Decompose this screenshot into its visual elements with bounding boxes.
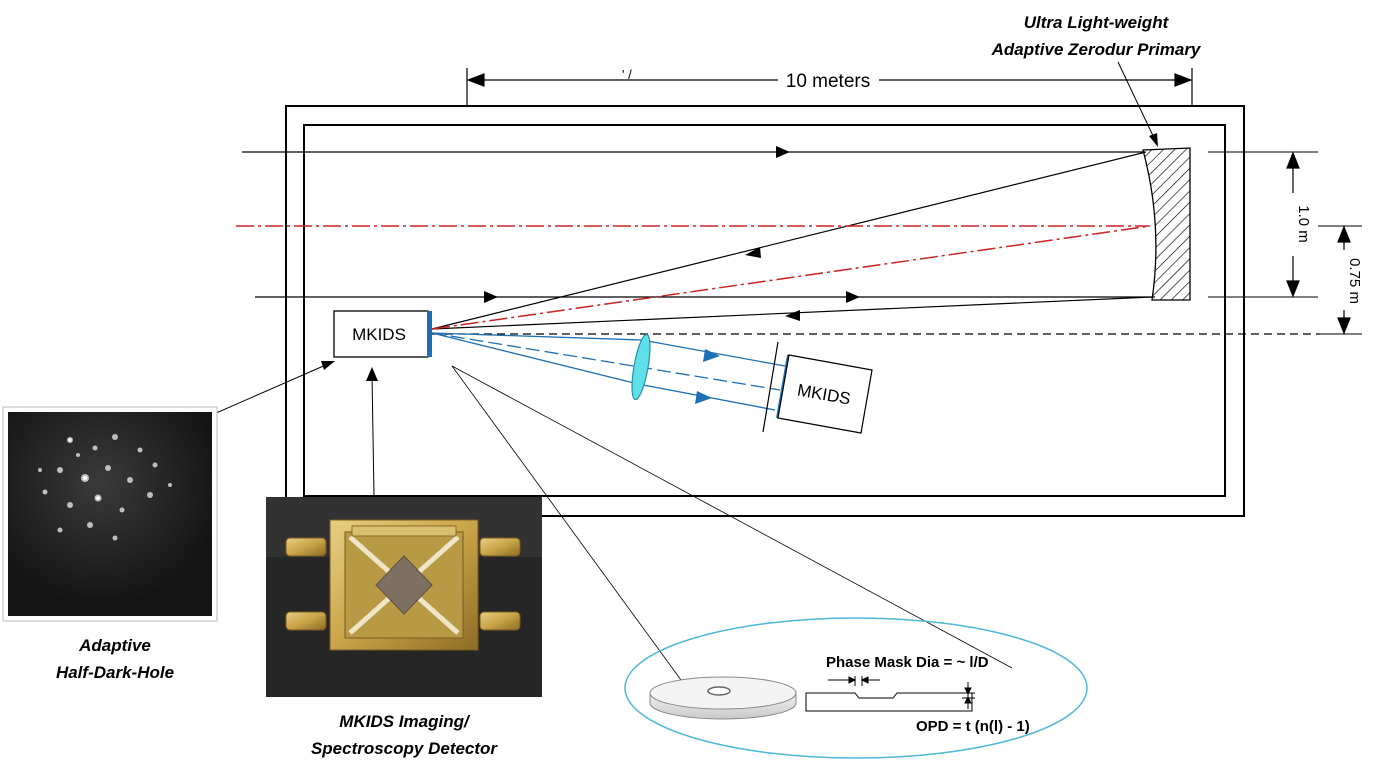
phase-mask-label: Phase Mask Dia = ~ l/D — [826, 654, 989, 671]
height-label-1: 1.0 m — [1295, 205, 1312, 243]
phase-mask-profile — [805, 692, 973, 712]
length-label: 10 meters — [786, 71, 870, 92]
length-dimension — [466, 68, 1193, 106]
detector-label-line2: Spectroscopy Detector — [311, 739, 498, 758]
ray-arrowheads — [484, 146, 860, 321]
dark-hole-label-line2: Half-Dark-Hole — [56, 663, 174, 682]
height-label-2: 0.75 m — [1346, 258, 1363, 304]
dark-hole-label-line1: Adaptive — [78, 636, 151, 655]
phase-mask-ellipse — [624, 617, 1088, 759]
opd-label: OPD = t (n(l) - 1) — [916, 718, 1030, 735]
mkids-secondary-box — [777, 354, 873, 434]
primary-pointer-arrow — [1117, 61, 1158, 147]
half-dark-hole-image — [2, 406, 218, 622]
inner-enclosure — [303, 124, 1226, 497]
lens — [631, 333, 651, 401]
detector-label-line1: MKIDS Imaging/ — [339, 712, 471, 731]
detector-pointer — [366, 367, 378, 497]
blue-arrowheads — [695, 349, 720, 404]
height-dimension-1 — [1286, 151, 1300, 298]
zoom-lines — [451, 365, 1013, 718]
primary-mirror — [1142, 147, 1191, 301]
mkids-main-label: MKIDS — [352, 325, 406, 344]
blue-beam — [431, 332, 786, 411]
mkids-main-box — [333, 310, 429, 358]
optical-axis — [236, 225, 1151, 330]
ray-lines — [242, 151, 1155, 330]
detector-plane-line — [762, 341, 779, 433]
mkids-main-edge — [427, 311, 432, 357]
primary-label-line1: Ultra Light-weight — [1024, 13, 1170, 32]
primary-label-line2: Adaptive Zerodur Primary — [991, 40, 1202, 59]
height-dimension-lines — [1208, 151, 1362, 335]
phase-mask-markers — [828, 676, 975, 709]
phase-mask-disc — [649, 676, 797, 720]
mkids-detector-photo — [266, 497, 542, 697]
height-dimension-2 — [1337, 225, 1351, 335]
outer-enclosure — [285, 105, 1245, 517]
small-mark: ' / — [622, 67, 632, 82]
